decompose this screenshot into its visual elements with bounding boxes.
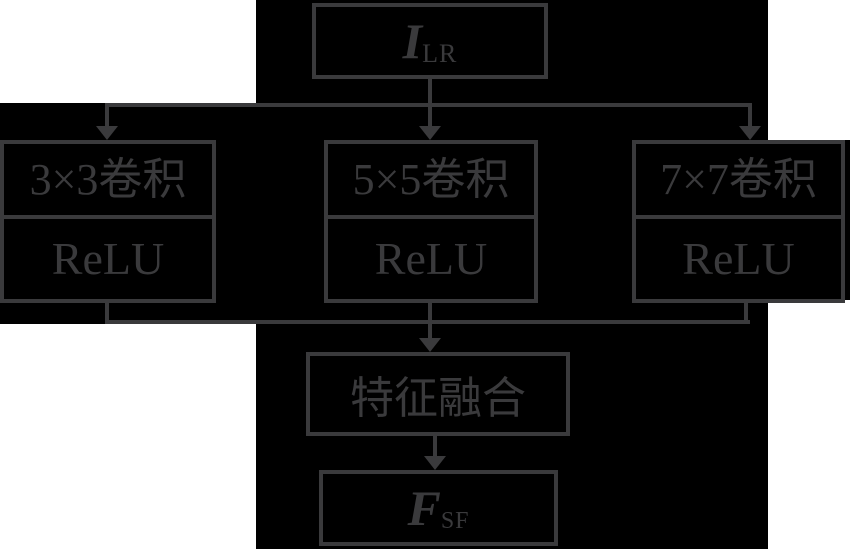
page-background-top-left	[0, 0, 256, 103]
conv-3x3-label: 3×3卷积	[4, 144, 212, 219]
arrow-down-icon	[739, 126, 761, 140]
relu-label: ReLU	[51, 233, 165, 284]
output-subscript: SF	[440, 508, 470, 534]
connector-left-branch-in	[105, 107, 109, 127]
connector-right-branch-out	[744, 301, 748, 324]
conv-5x5-label: 5×5卷积	[328, 144, 534, 219]
connector-left-branch-out	[105, 301, 109, 324]
output-symbol: F	[407, 480, 441, 536]
conv-7x7-label: 7×7卷积	[636, 144, 841, 219]
arrow-down-icon	[424, 456, 446, 470]
connector-split-horizontal	[105, 103, 752, 107]
page-background-bottom-left	[0, 324, 256, 549]
feature-fusion-box: 特征融合	[306, 352, 570, 436]
connector-fusion-out	[433, 434, 437, 457]
arrow-down-icon	[96, 126, 118, 140]
relu-label: ReLU	[682, 233, 795, 284]
conv-branch-3x3-box: 3×3卷积 ReLU	[0, 140, 216, 303]
connector-merge-horizontal	[105, 320, 750, 324]
page-background-top-right	[768, 0, 850, 140]
arrow-down-icon	[419, 126, 441, 140]
input-symbol: I	[402, 13, 423, 69]
input-subscript: LR	[422, 39, 458, 68]
conv-branch-7x7-box: 7×7卷积 ReLU	[632, 140, 845, 303]
feature-fusion-label: 特征融合	[350, 374, 526, 423]
relu-label: ReLU	[374, 233, 488, 284]
connector-middle-branch-out	[428, 301, 432, 339]
page-background-bottom-right	[768, 300, 850, 549]
conv-branch-5x5-box: 5×5卷积 ReLU	[324, 140, 538, 303]
connector-right-branch-in	[748, 107, 752, 127]
arrow-down-icon	[419, 338, 441, 352]
